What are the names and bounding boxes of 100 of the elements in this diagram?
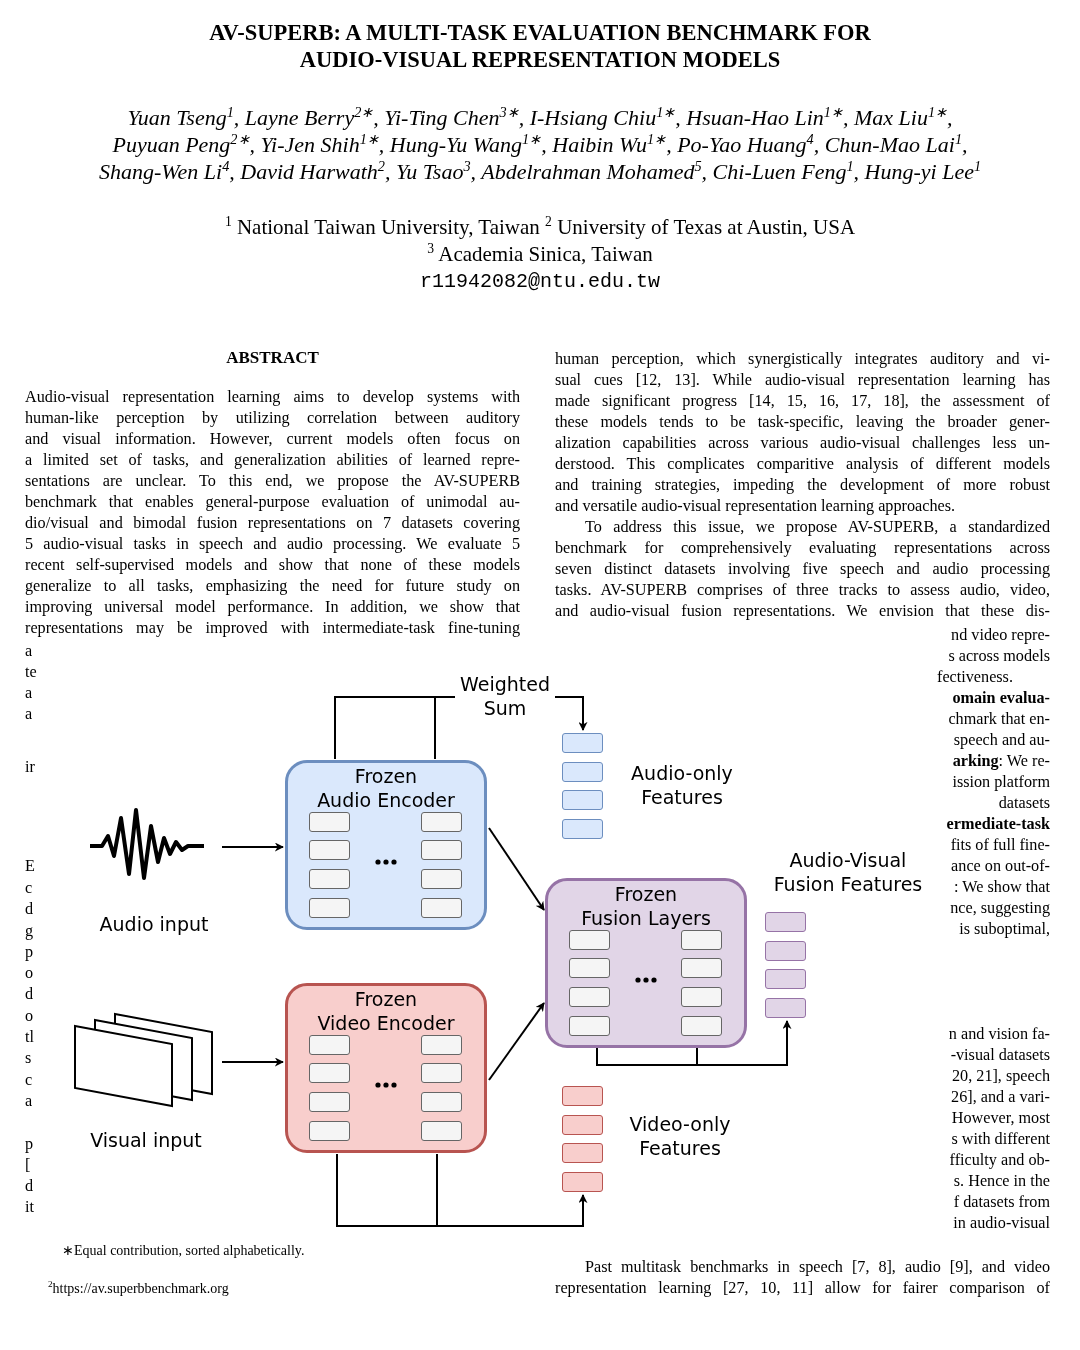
arrow <box>488 1002 545 1081</box>
body-text-line: and training strategies, impeding the development of more robust <box>555 475 1050 495</box>
feature-stack <box>763 910 808 1020</box>
text-fragment: n and vision fa- <box>948 1024 1050 1044</box>
encoder-box <box>285 760 487 930</box>
text-fragment: ermediate-task <box>946 814 1050 834</box>
body-text-line: dio/visual and bimodal fusion representations on 7 datasets covering <box>25 513 520 533</box>
text-fragment: E <box>25 856 35 876</box>
footnote: ∗Equal contribution, sorted alphabetically. <box>62 1242 305 1260</box>
body-text-line: human perception, which synergistically integrates auditory and vi- <box>555 349 1050 369</box>
text-fragment: p <box>25 942 34 962</box>
text-fragment: s. Hence in the <box>953 1171 1050 1191</box>
body-text-line: sentations are unclear. To this end, we propose the AV-SUPERB <box>25 471 520 491</box>
text-fragment: speech and au- <box>953 730 1050 750</box>
text-fragment: a <box>25 1091 33 1111</box>
feature-label: Audio-Visual Fusion Features <box>772 848 924 896</box>
body-text-line: sual cues [12, 13]. While audio-visual representation learning has <box>555 370 1050 390</box>
text-fragment: f datasets from <box>953 1192 1050 1212</box>
block-title: Frozen Fusion Layers <box>580 882 712 930</box>
body-text-line: seven distinct datasets involving five speech and audio processing <box>555 559 1050 579</box>
body-text-line: recent self-supervised models and show that none of these models <box>25 555 520 575</box>
text-fragment: g <box>25 921 34 941</box>
text-fragment: 26], and a vari- <box>951 1087 1050 1107</box>
text-fragment: s <box>25 1048 32 1068</box>
text-fragment: d <box>25 899 34 919</box>
text-fragment: fficulty and ob- <box>949 1150 1050 1170</box>
text-fragment: a <box>25 641 33 661</box>
block-title: Frozen Video Encoder <box>316 987 456 1035</box>
body-text-line: derstood. This complicates comparitive analysis of different models <box>555 454 1050 474</box>
body-text-line: representations may be improved with intermediate-task fine-tuning <box>25 618 520 638</box>
text-fragment: s across models <box>948 646 1050 666</box>
text-fragment: d <box>25 1176 34 1196</box>
text-fragment: o <box>25 963 34 983</box>
text-fragment: c <box>25 1070 33 1090</box>
text-fragment: arking: We re- <box>952 751 1050 771</box>
author-list: Yuan Tseng$^{1}$, Layne Berry$^{2∗}$, Yi-Ting Chen$^{3∗}$, I-Hsiang Chiu$^{1∗}$, Hsuan-Hao Lin$^{1∗}$, Max Liu$^{1∗}$, <box>0 108 1080 128</box>
text-fragment: o <box>25 1006 34 1026</box>
affiliation-text: $^{1}$ National Taiwan University, Taiwan $^{2}$ University of Texas at Austin, USA <box>223 217 857 237</box>
text-fragment: tl <box>25 1027 34 1047</box>
text-fragment: [ <box>25 1155 31 1175</box>
encoder-box <box>285 983 487 1153</box>
text-fragment: chmark that en- <box>948 709 1050 729</box>
body-text-line: and audio-visual fusion representations. We envision that these dis- <box>555 601 1050 621</box>
text-fragment: : We show that <box>954 877 1050 897</box>
arrow <box>221 1057 284 1067</box>
body-text-line: human-like perception by utilizing correlation between auditory <box>25 408 520 428</box>
body-text-line: Audio-visual representation learning aims to develop systems with <box>25 387 520 407</box>
text-fragment: nd video repre- <box>951 625 1050 645</box>
text-fragment: nce, suggesting <box>950 898 1050 918</box>
text-fragment: fectiveness. <box>937 667 1013 687</box>
text-fragment: However, most <box>951 1108 1050 1128</box>
text-fragment: is suboptimal, <box>959 919 1050 939</box>
author-list: Shang-Wen Li$^{4}$, David Harwath$^{2}$, Yu Tsao$^{3}$, Abdelrahman Mohamed$^{5}$, Chi-Luen Feng$^{1}$, Hung-yi Lee$^{1}$ <box>0 162 1080 182</box>
text-fragment: ance on out-of- <box>951 856 1050 876</box>
text-fragment: te <box>25 662 37 682</box>
text-fragment: it <box>25 1197 34 1217</box>
encoder-box <box>545 878 747 1048</box>
body-text-line: representation learning [27, 10, 11] allow for fairer comparison of <box>555 1278 1050 1298</box>
text-fragment: -visual datasets <box>950 1045 1050 1065</box>
body-text-line: alization capabilities across various audio-visual challenges less un- <box>555 433 1050 453</box>
text-fragment: d <box>25 984 34 1004</box>
body-text-line: benchmark that enables general-purpose evaluation of unimodal au- <box>25 492 520 512</box>
body-text-line: 5 audio-visual tasks in speech and audio processing. We evaluate 5 <box>25 534 520 554</box>
text-fragment: datasets <box>998 793 1050 813</box>
text-fragment: p <box>25 1134 34 1154</box>
input-label: Visual input <box>89 1128 203 1152</box>
arrow <box>596 1020 792 1066</box>
body-text-line: and visual information. However, current models often focus on <box>25 429 520 449</box>
arrow <box>336 1153 588 1227</box>
text-fragment: a <box>25 704 33 724</box>
text-fragment: ir <box>25 757 35 777</box>
affiliation-text: $^{3}$ Academia Sinica, Taiwan <box>426 244 654 264</box>
paper-title: AV-SUPERB: A MULTI-TASK EVALUATION BENCHMARK FOR AUDIO-VISUAL REPRESENTATION MODELS <box>208 19 872 73</box>
body-text-line: and versatile audio-visual representation learning approaches. <box>555 496 957 516</box>
body-text-line: To address this issue, we propose AV-SUPERB, a standardized <box>584 517 1050 537</box>
text-fragment: a <box>25 683 33 703</box>
block-title: Frozen Audio Encoder <box>316 764 456 812</box>
text-fragment: c <box>25 878 33 898</box>
footnote: $^{2}$https://av.superbbenchmark.org <box>48 1279 229 1298</box>
feature-label: Audio-only Features <box>630 761 734 809</box>
section-heading: ABSTRACT <box>225 348 320 368</box>
text-fragment: ission platform <box>952 772 1050 792</box>
feature-stack <box>560 1084 605 1194</box>
feature-stack <box>560 731 605 841</box>
body-text-line: a limited set of tasks, and generalization abilities of learned repre- <box>25 450 520 470</box>
body-text-line: tasks. AV-SUPERB comprises of three tracks to assess audio, video, <box>555 580 1050 600</box>
author-list: Puyuan Peng$^{2∗}$, Yi-Jen Shih$^{1∗}$, Hung-Yu Wang$^{1∗}$, Haibin Wu$^{1∗}$, Po-Yao Huang$^{4}$, Chun-Mao Lai$^{1}$, <box>0 135 1080 155</box>
text-fragment: 20, 21], speech <box>952 1066 1050 1086</box>
input-label: Audio input <box>98 912 210 936</box>
arrow <box>221 842 284 852</box>
arrow <box>488 827 545 911</box>
text-fragment: s with different <box>951 1129 1050 1149</box>
text-fragment: in audio-visual <box>953 1213 1050 1233</box>
body-text-line: improving universal model performance. In addition, we show that <box>25 597 520 617</box>
email-address: r11942082@ntu.edu.tw <box>418 272 661 292</box>
body-text-line: generalize to all tasks, emphasizing the need for future study on <box>25 576 520 596</box>
text-fragment: omain evalua- <box>952 688 1050 708</box>
body-text-line: made significant progress [14, 15, 16, 17, 18], the assessment of <box>555 391 1050 411</box>
body-text-line: these models tends to be task-specific, leaving the broader gener- <box>555 412 1050 432</box>
body-text-line: Past multitask benchmarks in speech [7, 8], audio [9], and video <box>584 1257 1050 1277</box>
